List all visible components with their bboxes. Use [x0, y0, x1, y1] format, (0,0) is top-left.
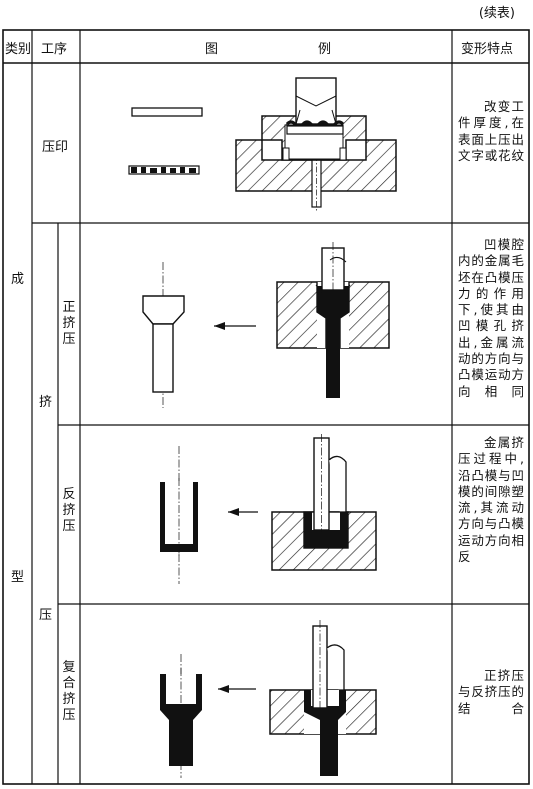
row-forward-name: 正挤压	[62, 300, 76, 347]
row-backward-name: 反挤压	[62, 487, 76, 534]
combined-extrusion-diagram	[160, 620, 377, 778]
backward-extrusion-diagram	[160, 434, 377, 584]
extrusion-char-2: 压	[39, 608, 53, 623]
extrusion-char-1: 挤	[39, 395, 53, 410]
header-figure-2: 例	[318, 42, 332, 57]
forward-extrusion-diagram	[142, 242, 390, 408]
category-char-2: 型	[11, 570, 25, 585]
coining-punch	[295, 77, 337, 125]
metal-billet	[317, 286, 349, 398]
row-coining-name: 压印	[42, 140, 69, 155]
blank-plate	[131, 107, 203, 117]
coining-diagram	[128, 77, 397, 212]
extruded-part-stem	[152, 323, 174, 393]
row-combined-name: 复合挤压	[62, 660, 76, 723]
header-figure-1: 图	[205, 42, 219, 57]
header-category: 类别	[5, 42, 32, 57]
embossed-plate	[128, 165, 200, 175]
category-char-1: 成	[11, 272, 25, 287]
row-coining-description: 改变工件厚度,在表面上压出文字或花纹	[458, 99, 524, 163]
combined-metal	[304, 690, 346, 776]
row-forward-description: 凹模腔内的金属毛坯在凸模压力的作用下,使其由凹模孔挤出,金属流动的方向与凸模运动…	[458, 237, 524, 399]
continued-label: (续表)	[478, 6, 515, 21]
row-combined-description: 正挤压与反挤压的结合	[458, 668, 524, 716]
row-backward-description: 金属挤压过程中,沿凸模与凹模的间隙塑流,其流动方向与凸模运动方向相反	[458, 435, 524, 565]
extruded-part-head	[142, 295, 185, 325]
header-process: 工序	[41, 42, 68, 57]
header-features: 变形特点	[461, 42, 514, 57]
